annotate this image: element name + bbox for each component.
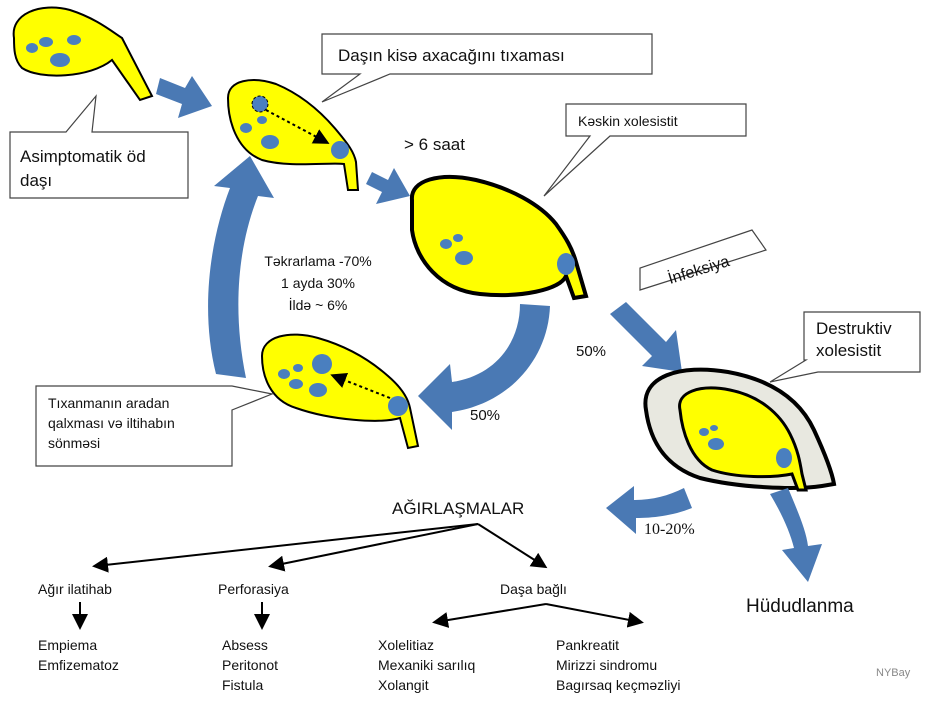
gallbladder-resolved (260, 333, 420, 450)
callout-resolution-line1: Tıxanmanın aradan (48, 395, 169, 411)
arrow-recurrence-cycle (208, 156, 274, 378)
stone-item-a1: Xolelitiaz (378, 637, 434, 653)
gallbladder-asymptomatic (12, 6, 154, 102)
callout-cystic-duct-text: Daşın kisə axacağını tıxaması (338, 46, 565, 65)
label-perforation: Perforasiya (218, 581, 289, 597)
callout-destructive: Destruktiv xolesistit (769, 311, 921, 383)
gallbladder-acute (409, 175, 589, 301)
arrow-acute-to-resolution (418, 304, 550, 430)
callout-resolution: Tıxanmanın aradan qalxması və iltihabın … (35, 385, 275, 467)
label-limitation: Hüdudlanma (746, 596, 854, 617)
arrow-to-complications (606, 486, 692, 534)
label-severe-inflammation: Ağır ilatihab (38, 581, 112, 597)
callout-destructive-line2: xolesistit (816, 341, 881, 360)
stone-item-b3: Bagırsaq keçməzliyi (556, 677, 681, 693)
perforation-item-1: Absess (222, 637, 268, 653)
arrow-to-limitation (770, 488, 822, 582)
label-50-percent-right: 50% (576, 343, 606, 360)
callout-asymptomatic-line2: daşı (20, 171, 52, 190)
callout-resolution-line2: qalxması və iltihabın (48, 415, 175, 431)
credit-text: NYBay (876, 667, 911, 679)
label-10-20-percent: 10-20% (644, 521, 695, 538)
callout-acute: Kəskin xolesistit (543, 103, 747, 197)
callout-acute-text: Kəskin xolesistit (578, 113, 678, 129)
arrow-to-destructive (610, 302, 682, 372)
arrow-to-acute (366, 168, 410, 204)
perforation-item-3: Fistula (222, 677, 263, 693)
stone-item-a2: Mexaniki sarılıq (378, 657, 475, 673)
complications-tree-lines (72, 523, 644, 630)
callout-asymptomatic-line1: Asimptomatik öd (20, 147, 146, 166)
gallbladder-obstructed (226, 79, 360, 191)
stone-item-b2: Mirizzi sindromu (556, 657, 657, 673)
perforation-item-2: Peritonot (222, 657, 278, 673)
label-stone-related: Daşa bağlı (500, 581, 567, 597)
callout-cystic-duct: Daşın kisə axacağını tıxaması (321, 33, 653, 103)
callout-infection: İnfeksiya (639, 229, 767, 291)
callout-asymptomatic: Asimptomatik öd daşı (9, 94, 189, 199)
severe-item-1: Empiema (38, 637, 97, 653)
label-over-6h: > 6 saat (404, 135, 465, 154)
callout-resolution-line3: sönməsi (48, 435, 100, 451)
stone-item-a3: Xolangit (378, 677, 429, 693)
severe-item-2: Emfizematoz (38, 657, 119, 673)
gallbladder-destructive (643, 367, 837, 492)
label-recurrence-line1: Təkrarlama -70% (264, 253, 371, 269)
arrow-to-obstruction (156, 76, 212, 118)
callout-destructive-line1: Destruktiv (816, 319, 892, 338)
label-recurrence-line2: 1 ayda 30% (281, 275, 355, 291)
label-50-percent-bottom: 50% (470, 407, 500, 424)
label-complications: AĞIRLAŞMALAR (392, 499, 524, 518)
label-recurrence-line3: İldə ~ 6% (289, 296, 348, 313)
stone-item-b1: Pankreatit (556, 637, 619, 653)
